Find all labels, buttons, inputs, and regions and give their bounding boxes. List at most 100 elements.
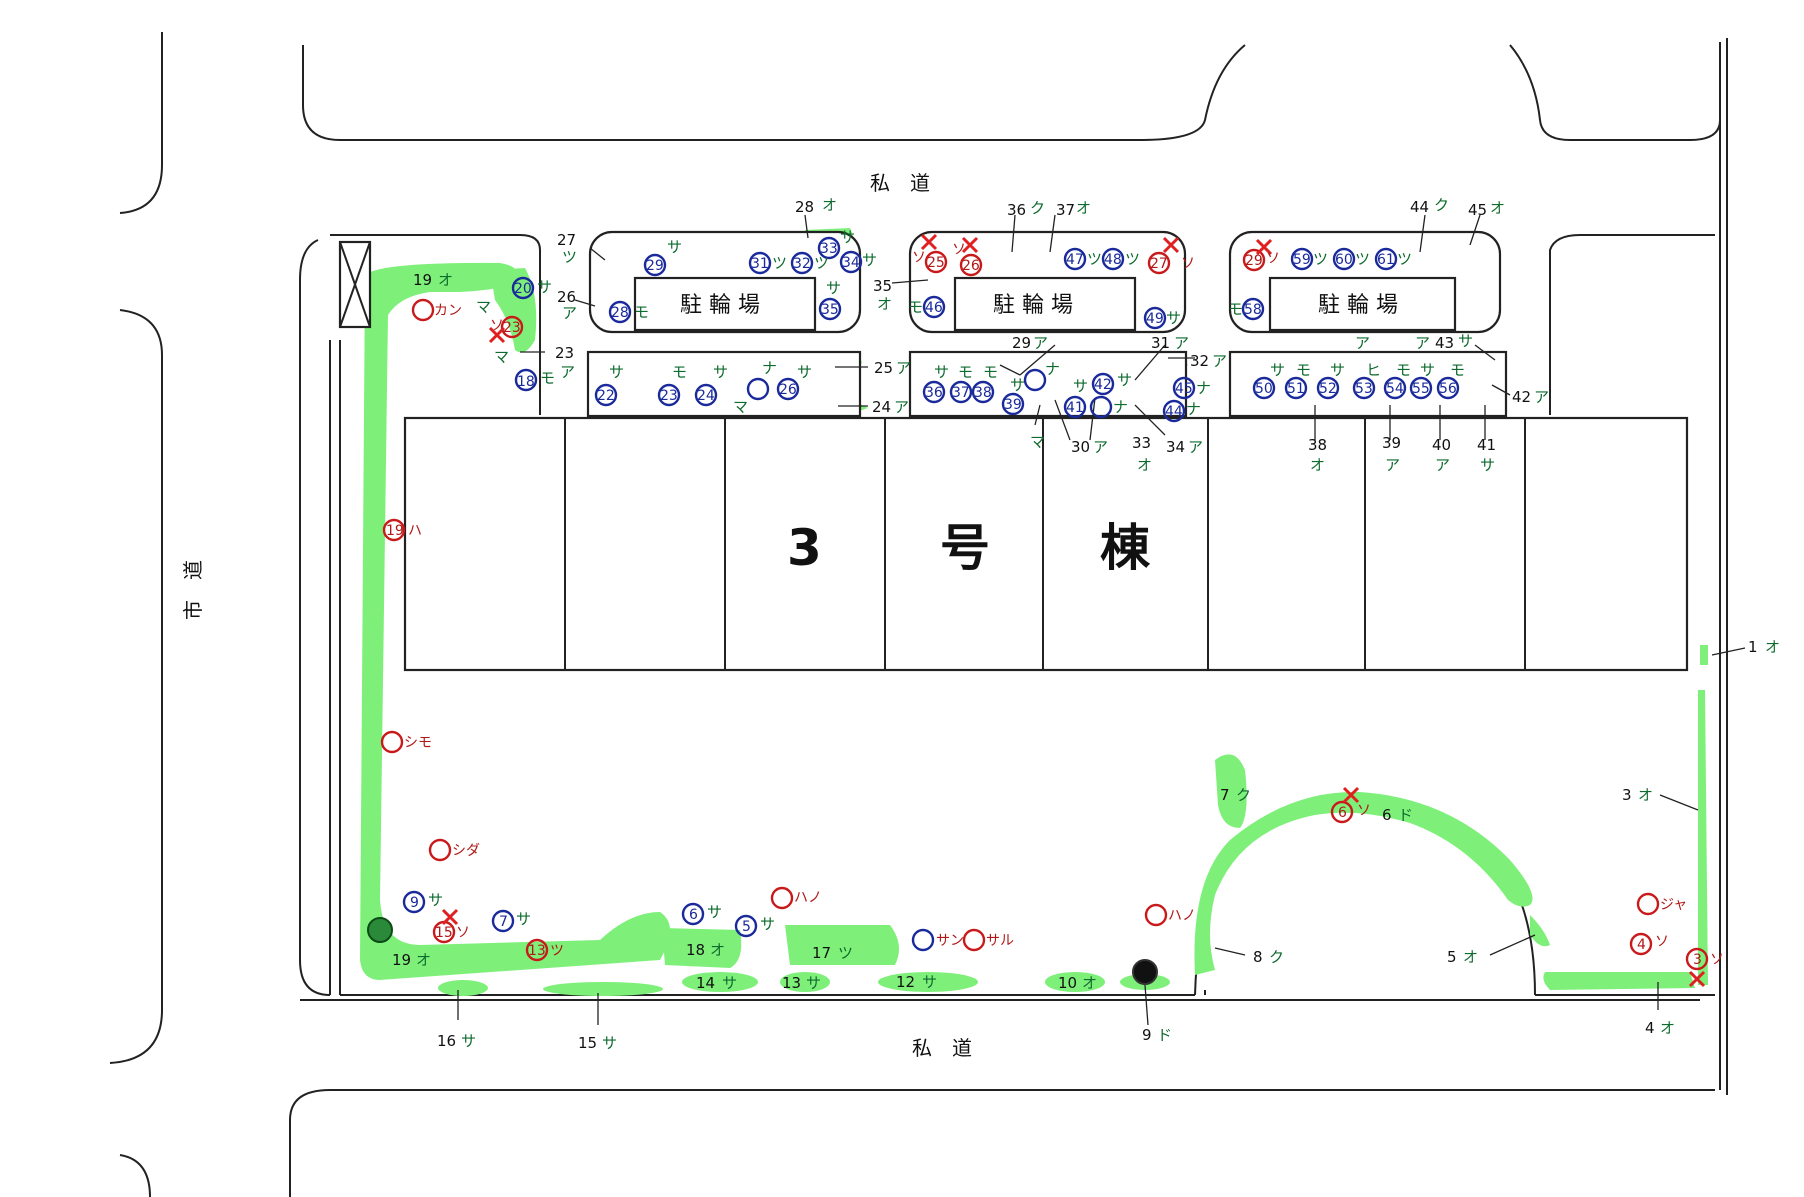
label-17-species: ツ — [838, 944, 853, 962]
label-5-species: オ — [1463, 948, 1478, 966]
tb-46-s: モ — [908, 298, 923, 316]
tb-20: 20 — [514, 281, 532, 297]
label-28: 28 — [795, 198, 814, 216]
tb-6-s: サ — [707, 903, 722, 921]
tb-38: 38 — [974, 385, 992, 401]
label-31: 31 — [1151, 334, 1170, 352]
tb-58: 58 — [1244, 302, 1262, 318]
tr-13-s: ツ — [550, 943, 564, 959]
label-40: 40 — [1432, 436, 1451, 454]
tb-53-s: ヒ — [1366, 361, 1381, 379]
label-3: 3 — [1622, 786, 1632, 804]
tb-44-s: ナ — [1186, 400, 1201, 418]
tb-7-s: サ — [516, 910, 531, 928]
tb-23-s: モ — [672, 363, 687, 381]
tb-28: 28 — [611, 305, 629, 321]
tb-54: 54 — [1386, 381, 1404, 397]
tb-18-s: モ — [540, 369, 555, 387]
label-43-a2: ア — [1415, 334, 1430, 352]
tb-34: 34 — [842, 255, 860, 271]
label-14-species: サ — [722, 974, 737, 992]
tr-15-s: ソ — [456, 925, 470, 941]
label-8: 8 — [1253, 948, 1263, 966]
label-3-species: オ — [1638, 786, 1653, 804]
bike-parking-label-3: 駐 輪 場 — [1318, 293, 1398, 318]
tb-22: 22 — [597, 388, 615, 404]
tb-9: 9 — [410, 895, 419, 911]
tr-26-s: ソ — [952, 242, 966, 258]
label-26-species: ア — [562, 304, 577, 322]
tb-60-s: ツ — [1355, 250, 1370, 268]
tb-35-s: サ — [826, 279, 841, 297]
label-37-species: オ — [1076, 199, 1091, 217]
label-36-species: ク — [1030, 199, 1045, 217]
label-38: 38 — [1308, 436, 1327, 454]
existing-trees — [402, 236, 1460, 952]
tr-4: 4 — [1637, 937, 1646, 953]
tr-hano2-s: ハノ — [1168, 908, 1196, 924]
tb-60: 60 — [1335, 252, 1353, 268]
tb-39-s: サ — [1010, 376, 1025, 394]
label-10: 10 — [1058, 974, 1077, 992]
tb-28-s: モ — [634, 303, 649, 321]
label-14: 14 — [696, 974, 715, 992]
tb-26: 26 — [779, 382, 797, 398]
tr-25-s: ソ — [912, 250, 926, 266]
tb-52-s: サ — [1330, 361, 1345, 379]
label-5: 5 — [1447, 948, 1457, 966]
tb-31-s: ツ — [772, 254, 787, 272]
tb-41: 41 — [1066, 400, 1084, 416]
tb-42: 42 — [1094, 377, 1112, 393]
tb-49-s: サ — [1166, 309, 1181, 327]
tb-33-s: サ — [840, 228, 855, 246]
tb-20-s: サ — [537, 278, 552, 296]
label-44-species: ク — [1434, 196, 1449, 214]
green-marker — [367, 917, 393, 943]
label-40-species: ア — [1435, 456, 1450, 474]
label-10-species: オ — [1082, 974, 1097, 992]
label-41: 41 — [1477, 436, 1496, 454]
label-13-species: サ — [806, 974, 821, 992]
tr-13: 13 — [528, 943, 546, 959]
tb-29: 29 — [646, 258, 664, 274]
misc-ma-4: マ — [1030, 433, 1045, 451]
label-43-species: サ — [1458, 332, 1473, 350]
label-37: 37 — [1056, 201, 1075, 219]
tb-22-s: サ — [609, 363, 624, 381]
tb-49: 49 — [1146, 311, 1164, 327]
label-17: 17 — [812, 944, 831, 962]
label-30: 30 — [1071, 438, 1090, 456]
tr-saru-s: サル — [986, 933, 1014, 949]
label-1: 1 — [1748, 638, 1758, 656]
tb-48-s: ツ — [1125, 250, 1140, 268]
label-6-species: ド — [1398, 806, 1413, 824]
entrance-box — [338, 240, 372, 329]
label-19-bottom-species: オ — [416, 951, 431, 969]
label-42-species: ア — [1534, 388, 1549, 406]
tr-kan-s: カン — [434, 303, 462, 319]
misc-so-1: ソ — [490, 318, 504, 334]
tb-na1-s: ナ — [762, 359, 777, 377]
label-39: 39 — [1382, 434, 1401, 452]
label-26: 26 — [557, 288, 576, 306]
label-9-species: ド — [1157, 1026, 1172, 1044]
tr-jya-s: ジャ — [1660, 897, 1687, 913]
tb-na2-s: ナ — [1045, 360, 1060, 378]
tb-59-s: ツ — [1313, 250, 1328, 268]
private-road-top-label: 私 道 — [870, 171, 930, 195]
tb-42-s: サ — [1117, 371, 1132, 389]
tr-27-s: ソ — [1181, 256, 1195, 272]
tb-24: 24 — [697, 388, 715, 404]
tb-56-s: モ — [1450, 361, 1465, 379]
tr-19: 19 — [386, 523, 404, 539]
label-13: 13 — [782, 974, 801, 992]
label-35-species: オ — [877, 295, 892, 313]
label-19-top: 19 — [413, 271, 432, 289]
label-7: 7 — [1220, 786, 1230, 804]
tb-47: 47 — [1066, 252, 1084, 268]
label-15-species: サ — [602, 1034, 617, 1052]
label-18-species: オ — [710, 941, 725, 959]
misc-ma-3: マ — [733, 398, 748, 416]
